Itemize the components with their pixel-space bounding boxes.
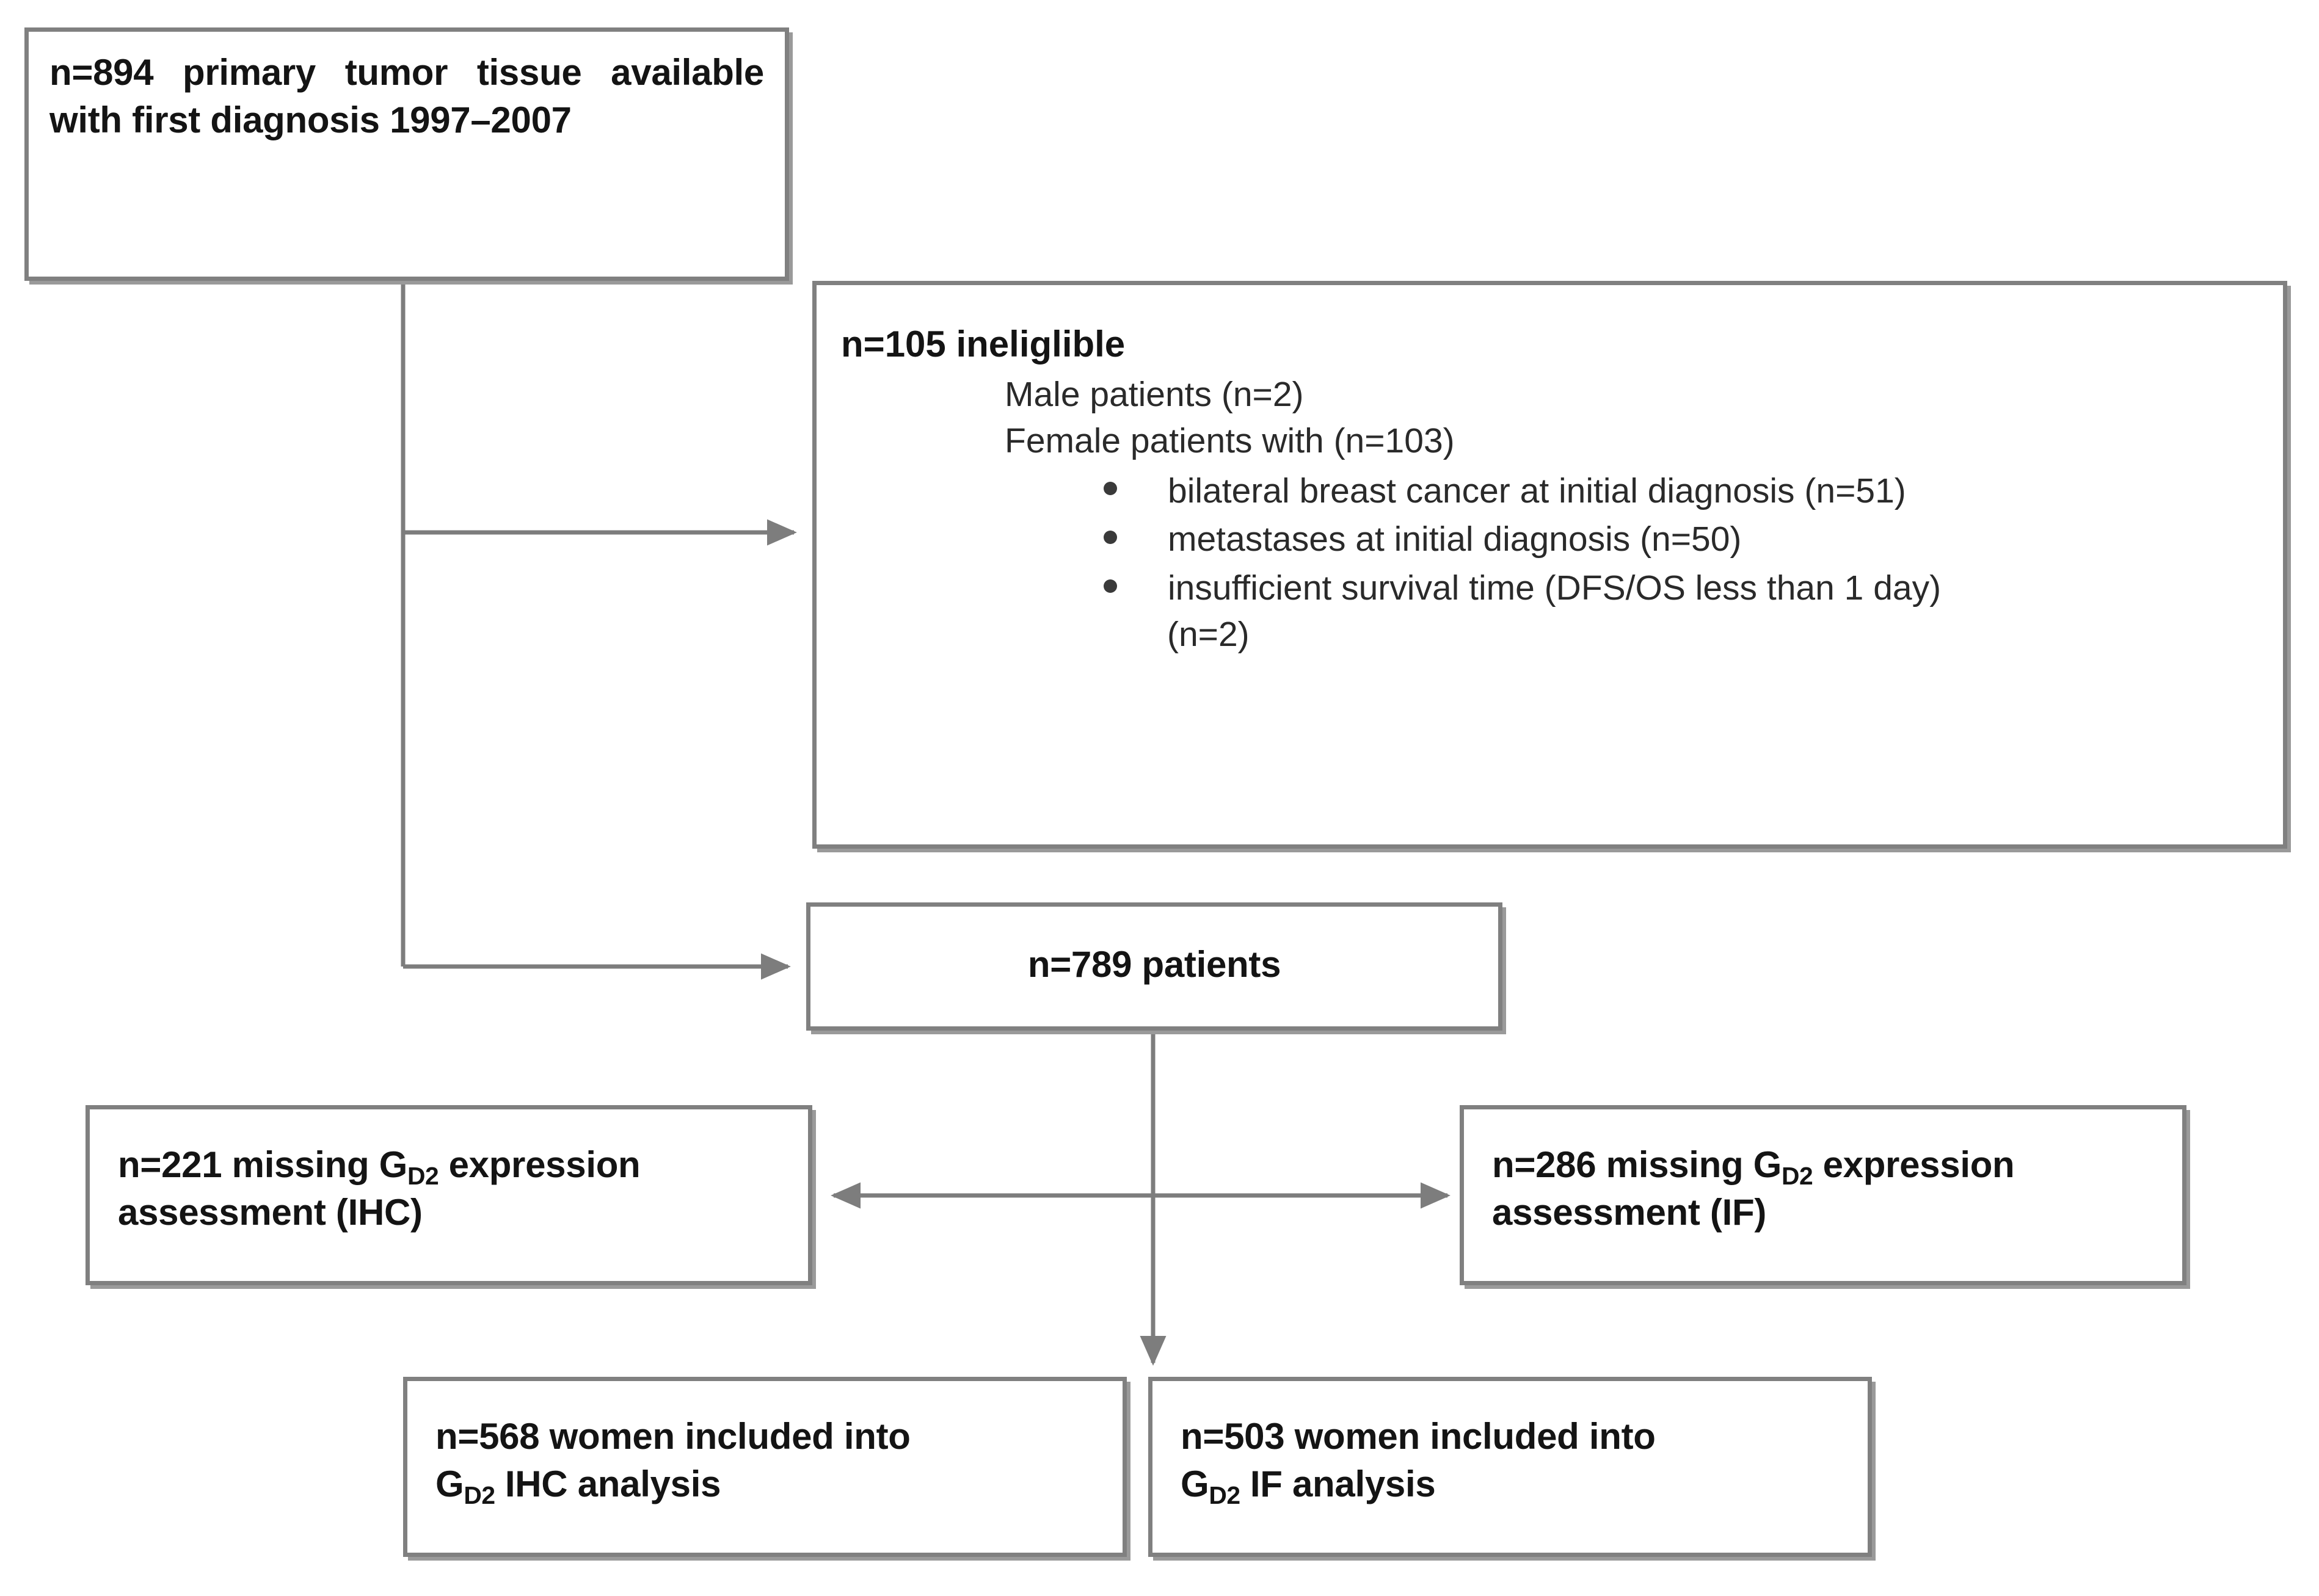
node-source-cohort-text: n=894 primary tumor tissue available wit… [49, 52, 764, 140]
node-missing-ihc-line1: n=221 missing GD2 expression [118, 1141, 780, 1191]
missing-ihc-suffix: expression [439, 1144, 641, 1185]
included-ihc-suffix: IHC analysis [495, 1464, 721, 1504]
missing-ihc-subscript: D2 [407, 1162, 439, 1191]
missing-if-suffix: expression [1813, 1144, 2015, 1185]
node-missing-ihc: n=221 missing GD2 expression assessment … [86, 1105, 812, 1285]
missing-ihc-prefix: n=221 missing G [118, 1144, 408, 1185]
edge-source-to-branches [401, 282, 797, 980]
missing-if-prefix: n=286 missing G [1492, 1144, 1782, 1185]
bullet-dot-icon [1104, 482, 1117, 496]
node-ineligible: n=105 ineliglible Male patients (n=2) Fe… [812, 281, 2287, 849]
node-source-cohort: n=894 primary tumor tissue available wit… [24, 27, 789, 281]
missing-if-subscript: D2 [1782, 1162, 1813, 1191]
node-included-if: n=503 women included into GD2 IF analysi… [1148, 1377, 1872, 1557]
list-item: bilateral breast cancer at initial diagn… [1104, 468, 2259, 515]
bullet-text: bilateral breast cancer at initial diagn… [1168, 471, 1906, 510]
bullet-text: insufficient survival time (DFS/OS less … [1168, 568, 1942, 608]
node-ineligible-bullet-list: bilateral breast cancer at initial diagn… [841, 468, 2259, 658]
node-ineligible-heading: n=105 ineliglible [841, 324, 1126, 365]
included-ihc-prefix: G [435, 1464, 464, 1504]
bullet-text-continuation: (n=2) [1167, 614, 1250, 654]
node-missing-if-line1: n=286 missing GD2 expression [1492, 1141, 2154, 1191]
node-ineligible-subline-male: Male patients (n=2) [1005, 375, 1304, 414]
node-ineligible-subline-female: Female patients with (n=103) [1005, 421, 1455, 460]
node-missing-ihc-line2: assessment (IHC) [118, 1192, 423, 1233]
included-if-suffix: IF analysis [1240, 1464, 1436, 1504]
bullet-dot-icon [1104, 579, 1117, 593]
included-if-prefix: G [1181, 1464, 1209, 1504]
included-if-subscript: D2 [1209, 1481, 1240, 1510]
bullet-dot-icon [1104, 531, 1117, 545]
node-included-if-line1: n=503 women included into [1181, 1416, 1656, 1457]
list-item: metastases at initial diagnosis (n=50) [1104, 517, 2259, 563]
node-included-if-line2: GD2 IF analysis [1181, 1460, 1840, 1510]
included-ihc-subscript: D2 [464, 1481, 495, 1510]
node-included-ihc: n=568 women included into GD2 IHC analys… [403, 1377, 1127, 1557]
node-included-ihc-line2: GD2 IHC analysis [435, 1460, 1094, 1510]
node-included-ihc-line1: n=568 women included into [435, 1416, 911, 1457]
list-item: insufficient survival time (DFS/OS less … [1104, 565, 2259, 658]
node-eligible: n=789 patients [806, 902, 1502, 1031]
node-missing-if-line2: assessment (IF) [1492, 1192, 1767, 1233]
node-missing-if: n=286 missing GD2 expression assessment … [1460, 1105, 2186, 1285]
node-eligible-text: n=789 patients [1027, 944, 1281, 985]
bullet-text: metastases at initial diagnosis (n=50) [1168, 520, 1742, 559]
